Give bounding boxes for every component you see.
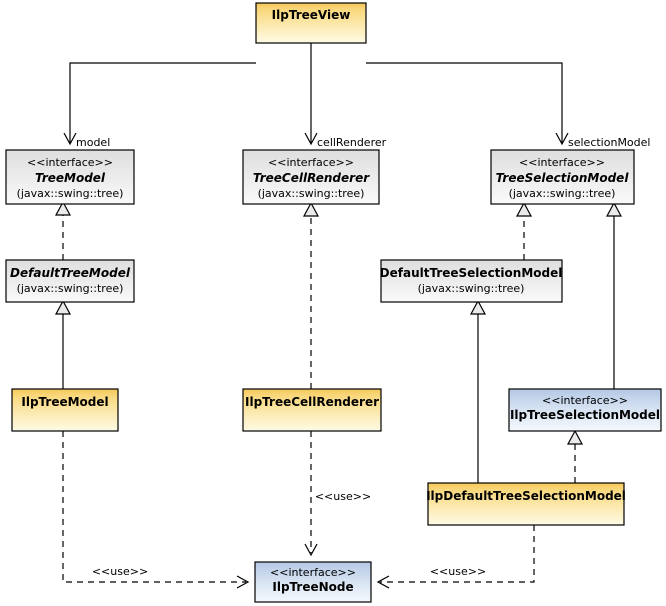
class-name-treeselectionmodel: TreeSelectionModel [496,171,630,185]
class-box-rect[interactable] [508,388,662,432]
role-label-cellrenderer: cellRenderer [317,136,387,149]
use-label-center: <<use>> [315,490,371,503]
package-treecellrenderer: (javax::swing::tree) [258,187,365,200]
class-box-rect[interactable] [5,259,135,303]
edge-view-selectionmodel [366,62,569,146]
edge-ilpdefaultselmodel-realizes [566,429,584,483]
edge-ilpdefaultselmodel-extends [469,299,487,483]
class-name-ilptreeselectionmodel: IlpTreeSelectionModel [510,408,660,422]
class-box-treeselectionmodel[interactable]: <<interface>> TreeSelectionModel (javax:… [490,149,635,205]
edge-ilptreemodel-extends [54,299,72,389]
edge-label-layer: model cellRenderer selectionModel <<use>… [76,136,650,578]
edge-defaulttreemodel-realizes [54,200,72,260]
stereotype-treeselectionmodel: <<interface>> [519,156,605,169]
edge-layer [54,43,623,589]
class-name-treecellrenderer: TreeCellRenderer [253,171,370,185]
class-box-rect[interactable] [242,388,382,432]
class-name-ilpdefaulttreeselectionmodel: IlpDefaultTreeSelectionModel [426,489,626,503]
stereotype-treemodel: <<interface>> [27,156,113,169]
class-box-ilptreemodel[interactable]: IlpTreeModel [11,388,119,432]
package-treeselectionmodel: (javax::swing::tree) [509,187,616,200]
class-name-ilptreeview: IlpTreeView [272,8,351,22]
edge-ilptreecellrenderer-realizes [302,201,320,389]
edge-view-model [63,62,256,146]
class-box-rect[interactable] [254,561,372,603]
package-defaulttreeselectionmodel: (javax::swing::tree) [418,282,525,295]
package-defaulttreemodel: (javax::swing::tree) [17,282,124,295]
class-box-ilpdefaulttreeselectionmodel[interactable]: IlpDefaultTreeSelectionModel [426,482,626,526]
class-box-rect[interactable] [11,388,119,432]
class-box-ilptreecellrenderer[interactable]: IlpTreeCellRenderer [242,388,382,432]
class-name-ilptreemodel: IlpTreeModel [21,395,108,409]
class-box-rect[interactable] [5,149,135,205]
edge-defaulttreeselectionmodel-realizes [515,201,533,260]
use-label-right: <<use>> [430,565,486,578]
edge-ilpdefaultselmodel-uses-node [376,525,535,589]
class-box-treecellrenderer[interactable]: <<interface>> TreeCellRenderer (javax::s… [242,149,380,205]
edge-ilptreeselectionmodel-extends [605,201,623,389]
class-box-rect[interactable] [427,482,625,526]
class-box-defaulttreeselectionmodel[interactable]: DefaultTreeSelectionModel (javax::swing:… [380,259,563,303]
class-box-treemodel[interactable]: <<interface>> TreeModel (javax::swing::t… [5,149,135,205]
role-label-selectionmodel: selectionModel [568,136,650,149]
edge-ilptreecellrenderer-uses-node [304,431,318,557]
use-label-left: <<use>> [92,565,148,578]
class-box-ilptreenode[interactable]: <<interface>> IlpTreeNode [254,561,372,603]
edge-ilptreemodel-uses-node [62,431,250,589]
edge-view-cellrenderer [304,43,318,146]
role-label-model: model [76,136,110,149]
package-treemodel: (javax::swing::tree) [17,187,124,200]
class-name-defaulttreeselectionmodel: DefaultTreeSelectionModel [380,266,563,280]
class-box-ilptreeselectionmodel[interactable]: <<interface>> IlpTreeSelectionModel [508,388,662,432]
class-box-rect[interactable] [490,149,635,205]
class-name-defaulttreemodel: DefaultTreeModel [10,266,131,280]
class-name-ilptreenode: IlpTreeNode [272,580,353,594]
class-box-defaulttreemodel[interactable]: DefaultTreeModel (javax::swing::tree) [5,259,135,303]
class-name-treemodel: TreeModel [35,171,106,185]
class-box-rect[interactable] [242,149,380,205]
class-box-ilptreeview[interactable]: IlpTreeView [255,2,367,44]
class-box-rect[interactable] [255,2,367,44]
class-name-ilptreecellrenderer: IlpTreeCellRenderer [245,395,379,409]
stereotype-ilptreeselectionmodel: <<interface>> [542,394,628,407]
stereotype-treecellrenderer: <<interface>> [268,156,354,169]
stereotype-ilptreenode: <<interface>> [270,566,356,579]
class-box-rect[interactable] [380,259,563,303]
